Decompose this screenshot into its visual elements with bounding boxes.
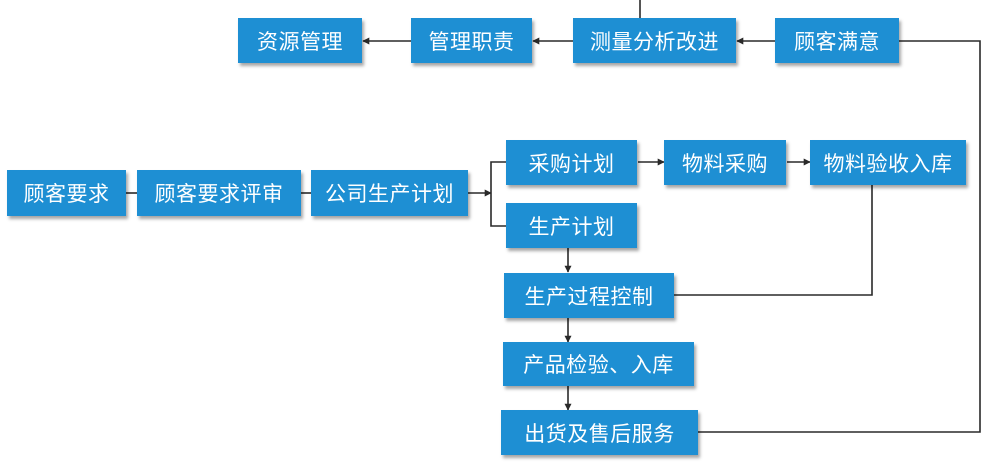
node-customer-satisfaction[interactable]: 顾客满意 bbox=[775, 18, 899, 63]
node-material-inspection[interactable]: 物料验收入库 bbox=[810, 140, 966, 185]
node-resource-management[interactable]: 资源管理 bbox=[238, 18, 362, 63]
node-shipping-service[interactable]: 出货及售后服务 bbox=[501, 410, 698, 455]
node-material-procurement[interactable]: 物料采购 bbox=[664, 140, 786, 185]
node-product-inspection[interactable]: 产品检验、入库 bbox=[503, 342, 694, 386]
node-measurement-analysis[interactable]: 测量分析改进 bbox=[573, 18, 736, 63]
node-customer-requirements[interactable]: 顾客要求 bbox=[7, 170, 126, 216]
line-split-to-procurement bbox=[490, 161, 506, 193]
line-inspection-to-process-control bbox=[674, 185, 873, 296]
node-management-responsibility[interactable]: 管理职责 bbox=[411, 18, 532, 63]
node-company-production-plan[interactable]: 公司生产计划 bbox=[311, 170, 468, 216]
node-requirements-review[interactable]: 顾客要求评审 bbox=[137, 170, 301, 216]
line-shipping-to-satisfaction bbox=[698, 40, 981, 433]
node-procurement-plan[interactable]: 采购计划 bbox=[506, 140, 637, 185]
line-split-to-production-plan bbox=[490, 193, 506, 227]
node-production-plan[interactable]: 生产计划 bbox=[506, 203, 637, 248]
node-process-control[interactable]: 生产过程控制 bbox=[504, 273, 674, 318]
